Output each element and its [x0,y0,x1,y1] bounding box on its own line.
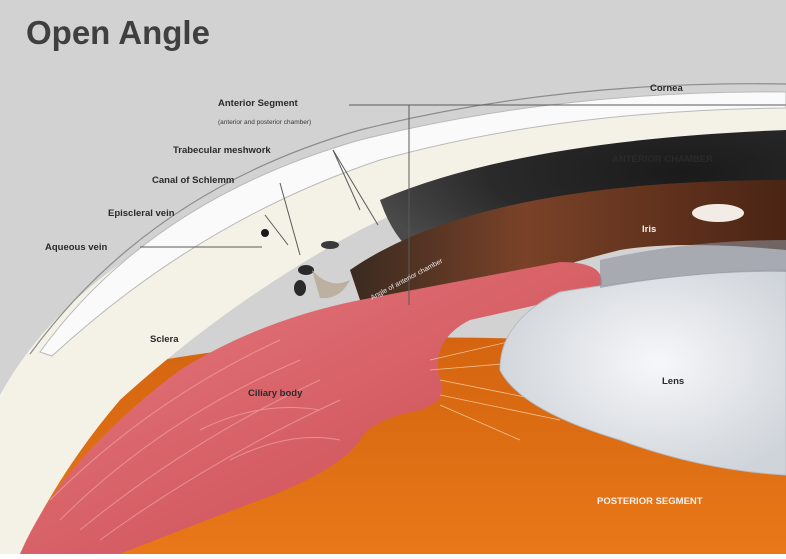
label-iris: Iris [642,224,656,235]
label-aqueous-vein: Aqueous vein [45,242,107,253]
label-trabecular-meshwork: Trabecular meshwork [173,145,271,156]
label-posterior-segment: POSTERIOR SEGMENT [597,496,703,507]
label-episcleral-vein: Episcleral vein [108,208,175,219]
label-anterior-chamber: ANTERIOR CHAMBER [612,154,713,165]
pupil-highlight [692,204,744,222]
label-ciliary-body: Ciliary body [248,388,303,399]
diagram-title: Open Angle [26,14,210,51]
label-sclera: Sclera [150,334,179,345]
label-lens: Lens [662,376,684,387]
label-anterior-segment-sub: (anterior and posterior chamber) [218,119,311,126]
label-anterior-segment: Anterior Segment [218,98,299,109]
label-cornea: Cornea [650,83,683,94]
label-canal-of-schlemm: Canal of Schlemm [152,175,234,186]
